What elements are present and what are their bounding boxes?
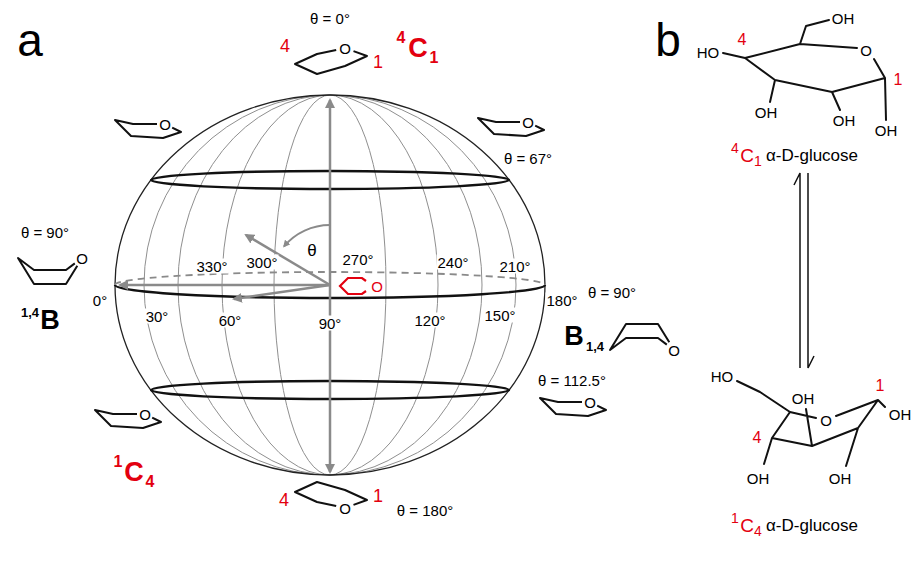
atom-number: 1 (373, 487, 383, 505)
chair-4c1 (295, 50, 367, 74)
angle-symbol: θ (307, 242, 316, 259)
ring-oxygen: O (820, 413, 832, 428)
hydroxyl-label: OH (832, 11, 855, 26)
conformer-label: 1,4 (21, 306, 39, 319)
glucose-4c1-bonds (723, 20, 886, 120)
phi-arrow (234, 285, 330, 299)
phi-label: 300° (245, 255, 278, 270)
hydroxyl-label: HO (711, 369, 734, 384)
conformer-label: 1 (430, 50, 439, 66)
ring-oxygen: O (668, 343, 680, 358)
hydroxyl-label: OH (833, 113, 856, 128)
conformer-label: 1 (754, 154, 762, 168)
conformer-label: C (740, 516, 754, 535)
equilibrium-arrows (794, 173, 814, 368)
envelope-ring (478, 118, 544, 136)
hydroxyl-label: OH (792, 391, 815, 406)
hydroxyl-label: HO (697, 45, 720, 60)
boat-ring (18, 258, 77, 284)
panel-letter: b (655, 17, 681, 63)
phi-label: 90° (318, 316, 343, 331)
conformer-label: 1,4 (586, 340, 604, 353)
atom-number: 1 (894, 72, 903, 88)
boat-ring (610, 324, 669, 350)
conformer-label: 4 (754, 524, 762, 538)
ring-oxygen: O (584, 395, 596, 410)
ring-oxygen: O (76, 251, 88, 266)
panel-letter: a (17, 17, 43, 63)
ring-oxygen: O (339, 41, 351, 56)
theta-value: θ = 180° (397, 503, 453, 518)
harpoon-up (794, 173, 800, 368)
phi-label: 60° (218, 313, 243, 328)
conformer-label: C (124, 459, 144, 486)
atom-number: 4 (738, 32, 747, 48)
ring-oxygen: O (522, 115, 534, 130)
envelope-ring (115, 120, 181, 138)
ring-oxygen: O (139, 407, 151, 422)
theta-value: θ = 90° (21, 225, 69, 240)
envelope-ring (540, 398, 606, 416)
glucose-1c4-bonds (737, 381, 885, 466)
theta-value: θ = 112.5° (538, 373, 606, 388)
atom-number: 1 (876, 378, 885, 394)
atom-number: 4 (279, 491, 289, 509)
conformer-label: C (408, 35, 428, 62)
phi-label: 180° (545, 293, 578, 308)
conformer-label: 4 (731, 141, 739, 155)
conformer-label: 4 (146, 474, 155, 490)
conformer-label: B (564, 323, 584, 350)
sphere (115, 95, 545, 475)
phi-label: 120° (413, 313, 446, 328)
conformer-label: 1 (731, 511, 739, 525)
hydroxyl-label: OH (875, 123, 898, 138)
envelope-ring (95, 410, 161, 428)
atom-number: 1 (373, 53, 383, 71)
ring-oxygen: O (159, 117, 171, 132)
phi-zero-arrow (120, 284, 330, 287)
atom-number: 4 (280, 37, 290, 55)
phi-label: 30° (145, 309, 170, 324)
molecule-name: α-D-glucose (766, 147, 858, 164)
harpoon-down (808, 173, 814, 368)
conformer-label: 4 (397, 30, 406, 46)
hydroxyl-label: OH (755, 105, 778, 120)
phi-label: 240° (436, 255, 469, 270)
chair-1c4 (295, 482, 367, 506)
hydroxyl-label: OH (829, 471, 852, 486)
phi-label: 150° (483, 308, 516, 323)
conformer-label: B (40, 307, 60, 334)
conformer-label: C (740, 146, 754, 165)
planar-ring (340, 278, 366, 294)
conformer-label: 1 (114, 454, 123, 470)
phi-label: 270° (341, 252, 374, 267)
phi-label: 330° (195, 259, 228, 274)
theta-value: θ = 0° (310, 11, 350, 26)
molecule-name: α-D-glucose (766, 517, 858, 534)
theta-arc (284, 225, 330, 246)
ring-oxygen: O (860, 43, 872, 58)
ring-oxygen: O (339, 501, 351, 516)
hydroxyl-label: OH (889, 407, 912, 422)
theta-value: θ = 90° (588, 285, 636, 300)
hydroxyl-label: OH (747, 471, 770, 486)
glucose-structures (723, 20, 886, 466)
axis-arrows (120, 100, 330, 472)
sphere-outline (115, 95, 545, 475)
atom-number: 4 (753, 430, 762, 446)
phi-label: 0° (92, 293, 108, 308)
conformer-rings (18, 50, 669, 506)
theta-value: θ = 67° (504, 151, 552, 166)
ring-oxygen: O (371, 279, 383, 294)
phi-label: 210° (498, 259, 531, 274)
